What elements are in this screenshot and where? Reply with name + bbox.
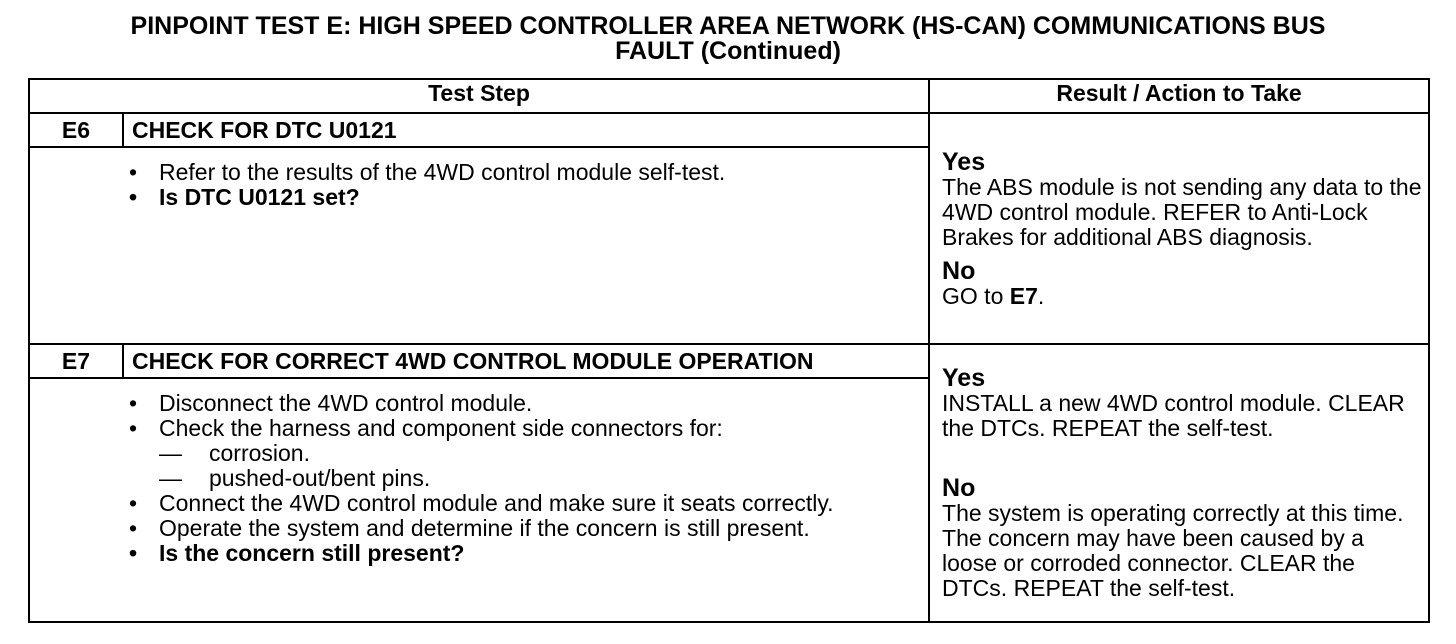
step-id-e6: E6 bbox=[28, 112, 124, 148]
no-label-e6: No bbox=[942, 256, 976, 285]
list-item: • Refer to the results of the 4WD control… bbox=[123, 160, 928, 185]
bullet-icon: • bbox=[129, 540, 138, 566]
result-cell-e7: Yes INSTALL a new 4WD control module. CL… bbox=[928, 343, 1431, 623]
step-e6-list: • Refer to the results of the 4WD control… bbox=[123, 148, 928, 210]
list-item-text: Is DTC U0121 set? bbox=[159, 184, 360, 210]
yes-text-e6: The ABS module is not sending any data t… bbox=[942, 173, 1422, 250]
yes-text-e7: INSTALL a new 4WD control module. CLEAR … bbox=[942, 390, 1405, 441]
list-item-text: Is the concern still present? bbox=[159, 540, 465, 566]
bullet-icon: • bbox=[129, 490, 138, 516]
step-e6-title-row: E6 CHECK FOR DTC U0121 Yes The ABS modul… bbox=[28, 112, 1431, 345]
step-e7-list: • Disconnect the 4WD control module. • Che… bbox=[123, 379, 928, 566]
result-cell-e6: Yes The ABS module is not sending any da… bbox=[928, 112, 1431, 345]
dash-icon: — bbox=[159, 440, 182, 466]
no-text-e6-ref: E7 bbox=[1009, 282, 1038, 309]
bullet-icon: • bbox=[129, 159, 138, 185]
pinpoint-test-table: Test Step Result / Action to Take E6 CHE… bbox=[27, 78, 1431, 623]
no-text-e6-suffix: . bbox=[1037, 282, 1045, 309]
step-e7-body: • Disconnect the 4WD control module. • Che… bbox=[123, 377, 931, 623]
list-item-text: Disconnect the 4WD control module. bbox=[159, 390, 533, 416]
no-text-e7: The system is operating correctly at thi… bbox=[942, 500, 1404, 601]
yes-label-e7: Yes bbox=[942, 364, 986, 392]
list-item-text: Operate the system and determine if the … bbox=[159, 515, 810, 541]
list-item: • Operate the system and determine if the… bbox=[123, 516, 928, 541]
step-title-e7: CHECK FOR CORRECT 4WD CONTROL MODULE OPE… bbox=[121, 343, 931, 379]
page-title-line-2: FAULT (Continued) bbox=[615, 37, 841, 65]
header-test-step: Test Step bbox=[27, 78, 931, 114]
list-item: • Disconnect the 4WD control module. bbox=[123, 391, 928, 416]
yes-label-e6: Yes bbox=[942, 147, 986, 176]
list-item-question: • Is DTC U0121 set? bbox=[123, 185, 928, 210]
step-id-e7: E7 bbox=[28, 343, 124, 379]
step-e7-body-row: • Disconnect the 4WD control module. • Che… bbox=[28, 377, 1429, 623]
no-text-e6: GO to E7. bbox=[942, 282, 1422, 309]
list-item-question: • Is the concern still present? bbox=[123, 541, 928, 566]
page-title-line-1: PINPOINT TEST E: HIGH SPEED CONTROLLER A… bbox=[130, 12, 1326, 40]
step-e6-body-row: • Refer to the results of the 4WD control… bbox=[28, 146, 1429, 345]
list-item: • Connect the 4WD control module and make… bbox=[123, 491, 928, 516]
step-title-e6: CHECK FOR DTC U0121 bbox=[121, 112, 931, 148]
sub-list-item-text: corrosion. bbox=[209, 440, 310, 466]
step-e7-blank bbox=[28, 377, 123, 623]
bullet-icon: • bbox=[129, 184, 138, 210]
list-item-text: Refer to the results of the 4WD control … bbox=[159, 159, 726, 185]
sub-list-item: — pushed-out/bent pins. bbox=[159, 466, 928, 491]
list-item: • Check the harness and component side co… bbox=[123, 416, 928, 491]
sub-list-item: — corrosion. bbox=[159, 441, 928, 466]
no-text-e6-prefix: GO to bbox=[942, 282, 1010, 309]
bullet-icon: • bbox=[129, 415, 138, 441]
step-e6-body: • Refer to the results of the 4WD control… bbox=[123, 146, 931, 345]
sub-list: — corrosion. — pushed-out/bent pins. bbox=[159, 441, 928, 491]
bullet-icon: • bbox=[129, 515, 138, 541]
table-header-row: Test Step Result / Action to Take bbox=[27, 78, 1431, 114]
sub-list-item-text: pushed-out/bent pins. bbox=[209, 465, 431, 491]
no-label-e7: No bbox=[942, 474, 976, 502]
bullet-icon: • bbox=[129, 390, 138, 416]
page-title: PINPOINT TEST E: HIGH SPEED CONTROLLER A… bbox=[0, 14, 1456, 64]
dash-icon: — bbox=[159, 465, 182, 491]
list-item-text: Connect the 4WD control module and make … bbox=[159, 490, 834, 516]
header-result-action: Result / Action to Take bbox=[928, 78, 1431, 114]
step-e6-blank bbox=[28, 146, 123, 345]
list-item-text: Check the harness and component side con… bbox=[159, 415, 723, 441]
step-e7-title-row: E7 CHECK FOR CORRECT 4WD CONTROL MODULE … bbox=[28, 343, 1431, 623]
